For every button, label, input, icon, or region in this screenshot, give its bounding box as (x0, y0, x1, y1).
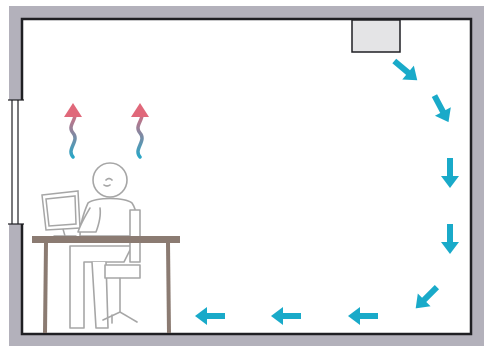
rising-heat-icon (64, 103, 82, 159)
airflow-arrow-icon (392, 58, 418, 81)
desk-icon (32, 236, 180, 333)
airflow-arrows (195, 58, 459, 325)
airflow-arrow-icon (431, 94, 451, 123)
airflow-arrow-icon (348, 307, 378, 325)
airflow-arrow-icon (441, 224, 459, 254)
airflow-arrow-icon (441, 158, 459, 188)
seated-person-icon (69, 162, 141, 329)
ceiling-vent-icon (351, 19, 401, 53)
window-icon (8, 99, 24, 225)
airflow-arrow-icon (415, 284, 440, 309)
airflow-arrow-icon (195, 307, 225, 325)
office-chair-icon (102, 277, 138, 324)
airflow-arrow-icon (271, 307, 301, 325)
rising-heat-icon (131, 103, 149, 159)
